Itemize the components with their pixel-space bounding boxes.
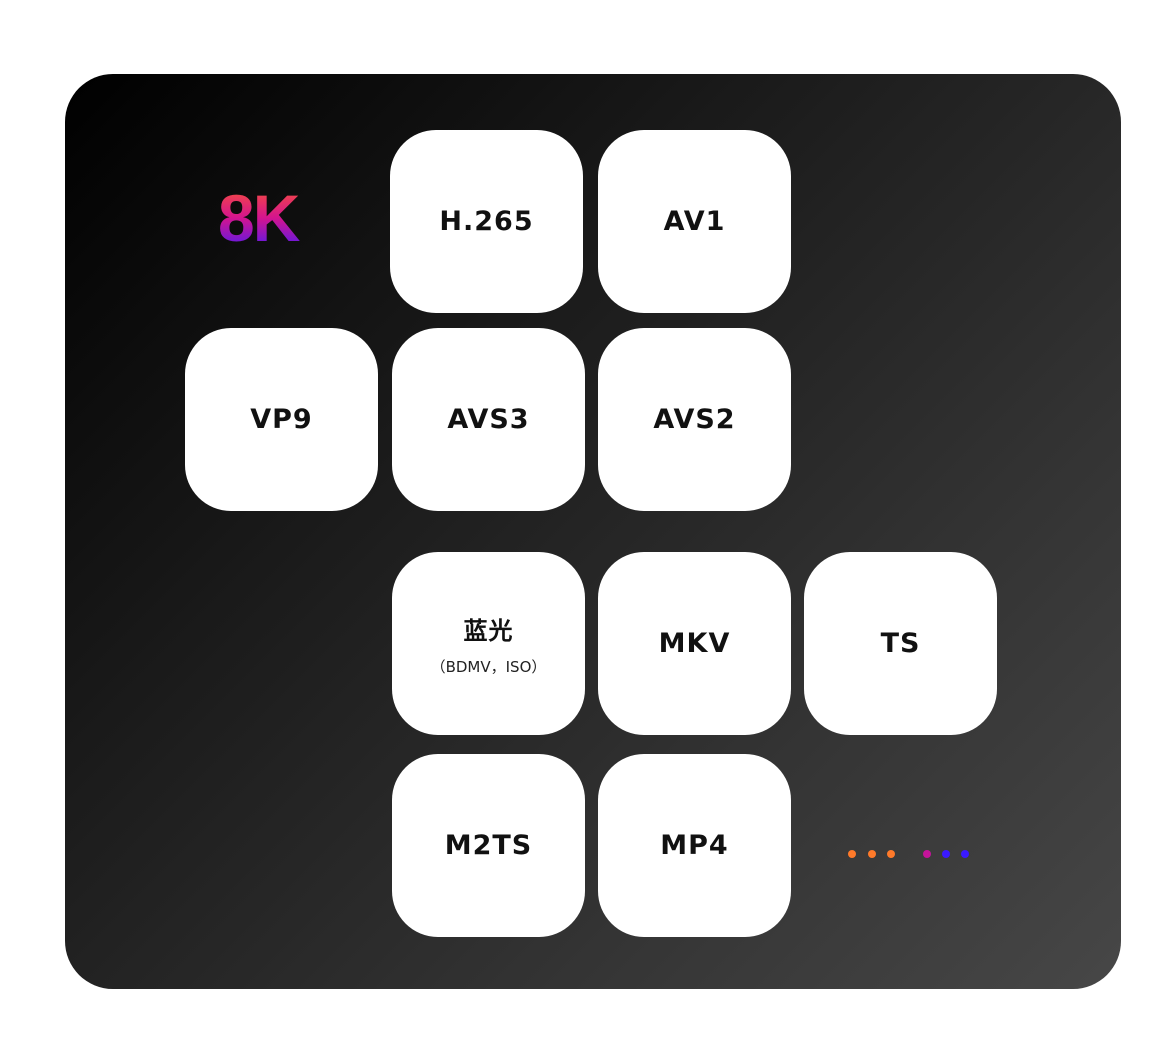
tile-label: M2TS bbox=[444, 830, 533, 861]
dot-icon bbox=[961, 850, 969, 858]
tile-label: MKV bbox=[658, 628, 731, 659]
tile-vp9: VP9 bbox=[185, 328, 378, 511]
dot-icon bbox=[923, 850, 931, 858]
tile-sublabel: （BDMV，ISO） bbox=[430, 657, 547, 676]
tile-h265: H.265 bbox=[390, 130, 583, 313]
format-panel bbox=[65, 74, 1121, 989]
tile-label: VP9 bbox=[250, 404, 313, 435]
tile-label: H.265 bbox=[439, 206, 534, 237]
tile-label: TS bbox=[880, 628, 921, 659]
tile-avs2: AVS2 bbox=[598, 328, 791, 511]
tile-bluray: 蓝光 （BDMV，ISO） bbox=[392, 552, 585, 735]
tile-label: AVS2 bbox=[653, 404, 736, 435]
tile-label: 蓝光 bbox=[463, 616, 514, 645]
tile-av1: AV1 bbox=[598, 130, 791, 313]
tile-mkv: MKV bbox=[598, 552, 791, 735]
dot-icon bbox=[848, 850, 856, 858]
tile-mp4: MP4 bbox=[598, 754, 791, 937]
tile-avs3: AVS3 bbox=[392, 328, 585, 511]
dot-icon bbox=[887, 850, 895, 858]
dot-icon bbox=[942, 850, 950, 858]
tile-label: AV1 bbox=[663, 206, 726, 237]
tile-ts: TS bbox=[804, 552, 997, 735]
tile-m2ts: M2TS bbox=[392, 754, 585, 937]
logo-8k: 8K bbox=[218, 180, 328, 256]
dot-icon bbox=[868, 850, 876, 858]
tile-label: MP4 bbox=[660, 830, 729, 861]
more-dots-icon bbox=[848, 848, 973, 860]
tile-label: AVS3 bbox=[447, 404, 530, 435]
